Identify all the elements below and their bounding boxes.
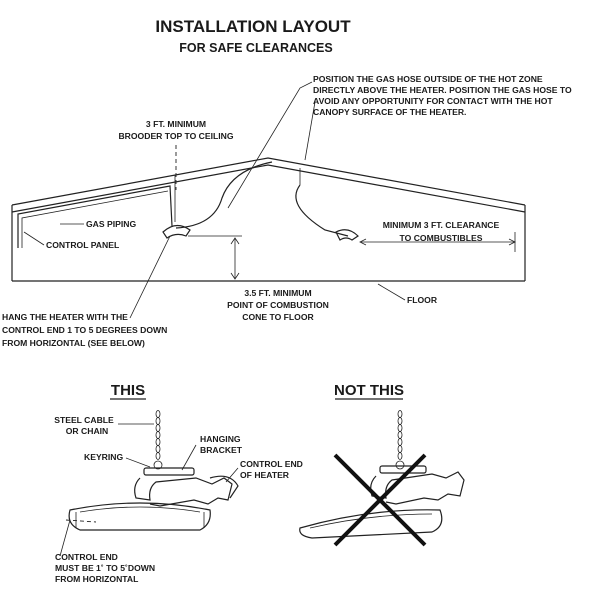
control-panel-leader — [23, 231, 45, 246]
control-end-leader — [225, 467, 239, 483]
svg-text:POINT OF COMBUSTION: POINT OF COMBUSTION — [227, 300, 329, 310]
not-this-heading: NOT THIS — [334, 382, 404, 399]
chain-icon — [395, 410, 405, 470]
floor-leader — [377, 283, 406, 301]
steel-cable-label: STEEL CABLE — [54, 415, 114, 425]
hose-note-leader — [227, 81, 313, 209]
heater-not-this — [299, 465, 465, 539]
control-panel-label: CONTROL PANEL — [46, 240, 119, 250]
keyring-label: KEYRING — [84, 452, 123, 462]
bracket-leader — [181, 444, 197, 471]
gas-piping-inner — [21, 190, 169, 248]
heater-this — [68, 467, 239, 531]
gas-piping-label: GAS PIPING — [86, 219, 136, 229]
heater-left — [162, 161, 273, 239]
chain-icon — [153, 410, 163, 470]
steel-cable-label-2: OR CHAIN — [66, 426, 109, 436]
svg-text:HANG THE HEATER WITH THE: HANG THE HEATER WITH THE — [2, 312, 128, 322]
combustibles-note: MINIMUM 3 FT. CLEARANCE TO COMBUSTIBLES — [383, 220, 500, 243]
svg-text:MINIMUM 3 FT. CLEARANCE: MINIMUM 3 FT. CLEARANCE — [383, 220, 500, 230]
diagram-title: INSTALLATION LAYOUT — [155, 17, 351, 36]
heater-right — [295, 168, 359, 241]
control-end-note-1: CONTROL END — [55, 552, 118, 562]
control-end-note-leader — [59, 519, 71, 557]
hanging-bracket-label-2: BRACKET — [200, 445, 243, 455]
combustibles-dimension — [359, 232, 516, 252]
hang-note: HANG THE HEATER WITH THE CONTROL END 1 T… — [2, 312, 167, 348]
hanging-bracket-label: HANGING — [200, 434, 241, 444]
roof-line — [11, 157, 526, 206]
control-end-label-2: OF HEATER — [240, 470, 290, 480]
svg-text:BROODER TOP TO CEILING: BROODER TOP TO CEILING — [118, 131, 233, 141]
svg-text:TO COMBUSTIBLES: TO COMBUSTIBLES — [400, 233, 483, 243]
diagram-subtitle: FOR SAFE CLEARANCES — [179, 41, 332, 55]
hang-note-leader — [129, 235, 171, 319]
control-end-label: CONTROL END — [240, 459, 303, 469]
svg-text:3.5 FT. MINIMUM: 3.5 FT. MINIMUM — [244, 288, 311, 298]
control-end-note-3: FROM HORIZONTAL — [55, 574, 138, 584]
svg-text:CONTROL END 1 TO 5 DEGREES DOW: CONTROL END 1 TO 5 DEGREES DOWN — [2, 325, 167, 335]
this-panel: THIS S — [54, 382, 303, 584]
control-end-note-2: MUST BE 1˚ TO 5˚DOWN — [55, 563, 155, 573]
svg-text:CONE TO FLOOR: CONE TO FLOOR — [242, 312, 314, 322]
building-section — [11, 157, 526, 282]
floor-gap-note: 3.5 FT. MINIMUM POINT OF COMBUSTION CONE… — [227, 288, 329, 322]
floor-gap-dimension — [188, 235, 242, 280]
roof-inner-line — [11, 164, 526, 213]
hose-note-leader-2 — [304, 101, 316, 161]
this-heading: THIS — [111, 382, 145, 399]
x-mark-icon — [333, 453, 427, 547]
floor-label: FLOOR — [407, 295, 438, 305]
svg-text:3 FT. MINIMUM: 3 FT. MINIMUM — [146, 119, 206, 129]
svg-text:POSITION THE GAS HOSE OUTSIDE: POSITION THE GAS HOSE OUTSIDE OF THE HOT… — [313, 74, 543, 84]
ceiling-clearance-note: 3 FT. MINIMUM BROODER TOP TO CEILING — [118, 119, 233, 141]
svg-text:DIRECTLY ABOVE THE HEATER. PO: DIRECTLY ABOVE THE HEATER. POSITION THE … — [313, 85, 572, 95]
svg-text:AVOID ANY OPPORTUNITY FOR CONT: AVOID ANY OPPORTUNITY FOR CONTACT WITH T… — [313, 96, 553, 106]
angle-line — [65, 519, 97, 523]
gas-piping — [17, 185, 173, 248]
svg-text:CANOPY SURFACE OF THE HEATER.: CANOPY SURFACE OF THE HEATER. — [313, 107, 466, 117]
not-this-panel: NOT THIS — [299, 382, 465, 547]
keyring-leader — [125, 457, 151, 468]
gas-hose-note: POSITION THE GAS HOSE OUTSIDE OF THE HOT… — [313, 74, 572, 117]
svg-text:FROM HORIZONTAL (SEE BELOW): FROM HORIZONTAL (SEE BELOW) — [2, 338, 145, 348]
